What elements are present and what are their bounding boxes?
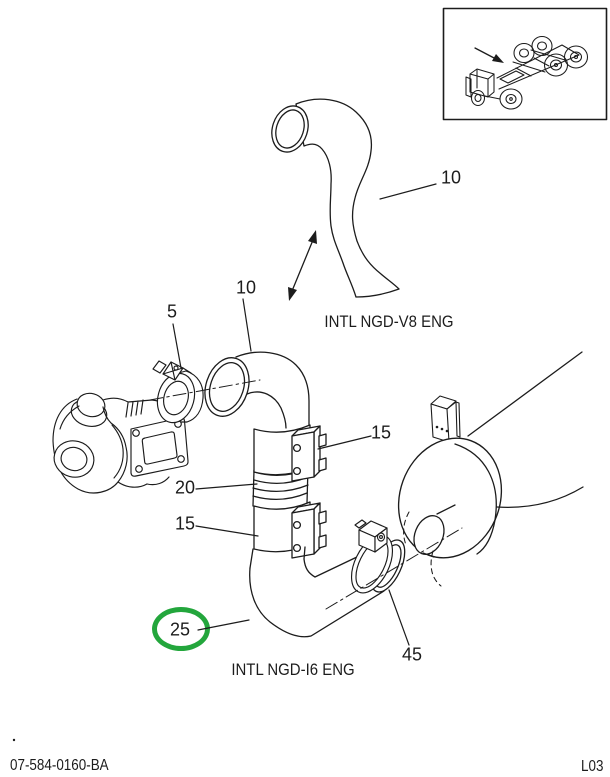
cooler-cylinder-drawing — [397, 351, 584, 587]
leader-10-i6 — [242, 298, 252, 352]
leader-5 — [172, 323, 182, 369]
lower-clamp-drawing — [253, 501, 327, 559]
callout-5: 5 — [166, 301, 178, 322]
center-lines — [149, 379, 463, 610]
callout-45: 45 — [401, 644, 423, 665]
leader-lines — [172, 183, 437, 646]
leader-15-upper — [317, 435, 372, 450]
turbocharger-drawing — [52, 392, 189, 494]
leader-20 — [195, 483, 258, 490]
v8-engine-label: INTL NGD-V8 ENG — [324, 312, 454, 331]
callout-10-v8: 10 — [440, 167, 462, 188]
locator-inset — [442, 7, 608, 121]
outlet-clamp-drawing — [350, 519, 394, 594]
callout-10-i6: 10 — [235, 277, 257, 298]
highlight-ellipse — [152, 607, 210, 651]
callout-15-lower: 15 — [174, 513, 196, 534]
i6-engine-label: INTL NGD-I6 ENG — [231, 660, 355, 679]
leader-10-v8 — [379, 183, 437, 200]
callout-20: 20 — [174, 477, 196, 498]
bracket-drawing — [430, 395, 461, 443]
callout-15-upper: 15 — [370, 422, 392, 443]
leader-45 — [388, 589, 410, 646]
v8-hose-drawing — [271, 98, 400, 298]
document-number: 07-584-0160-BA — [10, 757, 109, 774]
page-code: L03 — [581, 758, 604, 775]
leader-25 — [197, 619, 250, 631]
leader-15-lower — [195, 525, 259, 537]
truck-chassis-icon — [465, 35, 589, 110]
upper-clamp-drawing — [253, 424, 327, 482]
callout-25-highlighted: 25 — [169, 619, 191, 640]
variant-swap-arrow-icon — [288, 230, 317, 301]
i6-hose-drawing — [204, 351, 406, 638]
stray-dot — [12, 738, 16, 742]
turbo-clamp-drawing — [152, 360, 204, 424]
locator-arrow-icon — [474, 47, 504, 63]
